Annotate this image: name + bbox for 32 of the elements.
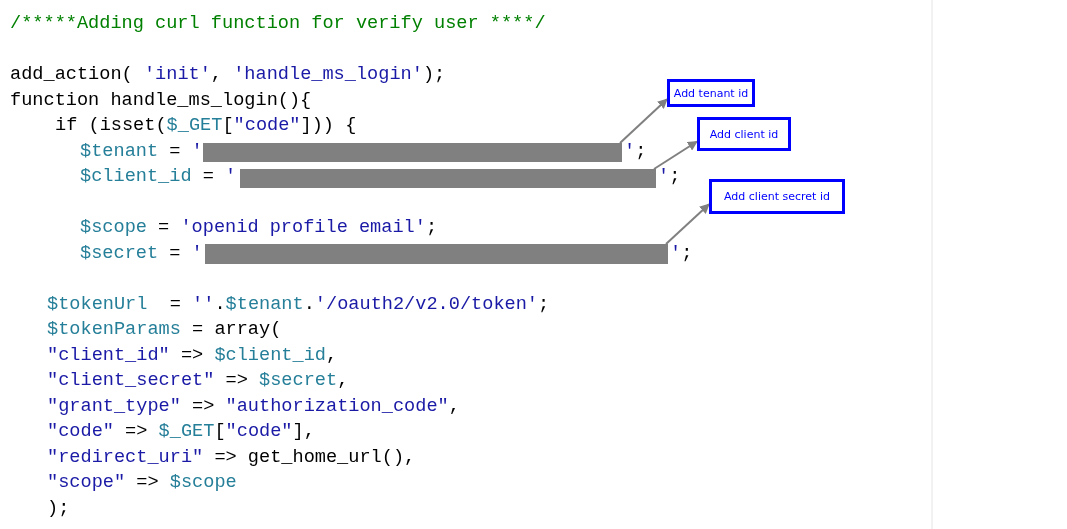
code-line: "redirect_uri" => get_home_url(),: [47, 446, 416, 469]
callout-box: [697, 117, 791, 151]
code-line: $client_id = ': [80, 166, 237, 188]
code-line: "code" => $_GET["code"],: [47, 421, 315, 443]
leader-arrow: [653, 140, 698, 170]
redacted-bar: [203, 143, 622, 162]
code-line: ';: [670, 242, 693, 265]
code-line: "scope" => $scope: [47, 472, 237, 494]
leader-arrow: [665, 203, 710, 245]
callout-text: Add client id: [709, 127, 779, 141]
code-line: ';: [624, 140, 647, 163]
code-line: ';: [658, 166, 681, 188]
code-line: $scope = 'openid profile email';: [80, 217, 438, 239]
callout-box: [667, 79, 755, 107]
redacted-bar: [240, 169, 656, 188]
code-line: );: [47, 497, 70, 520]
redacted-bar: [205, 244, 668, 264]
callout-box: [709, 179, 845, 214]
code-line: "client_secret" => $secret,: [47, 370, 349, 392]
leader-arrow: [619, 98, 668, 144]
code-line: "client_id" => $client_id,: [47, 344, 338, 367]
code-line: /*****Adding curl function for verify user ****/: [10, 13, 546, 35]
code-line: $tenant = ': [80, 140, 203, 163]
code-line: $tokenUrl = ''.$tenant.'/oauth2/v2.0/token';: [47, 293, 550, 316]
code-line: "grant_type" => "authorization_code",: [47, 395, 460, 418]
code-line: add_action( 'init', 'handle_ms_login');: [10, 64, 446, 86]
callout-text: Add tenant id: [673, 86, 749, 100]
code-line: if (isset($_GET["code"])) {: [55, 115, 357, 137]
code-line: $tokenParams = array(: [47, 319, 282, 341]
code-line: function handle_ms_login(){: [10, 89, 312, 112]
callout-text: Add client secret id: [724, 190, 830, 203]
code-line: $secret = ': [80, 242, 203, 265]
